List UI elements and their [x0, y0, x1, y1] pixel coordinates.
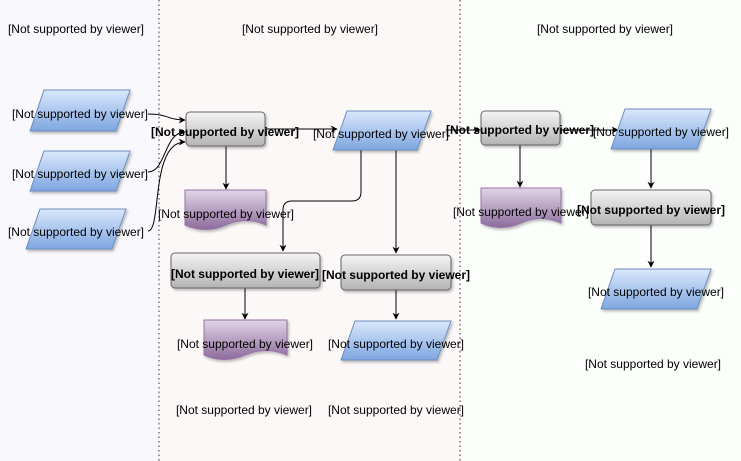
input-node-1[interactable]: [Not supported by viewer] [12, 89, 148, 132]
document-node-3[interactable]: [Not supported by viewer] [453, 187, 589, 228]
process-shape [340, 254, 452, 291]
caption-2: [Not supported by viewer] [328, 403, 464, 417]
process-shape [590, 189, 712, 226]
lane-2-title: [Not supported by viewer] [242, 22, 378, 36]
parallelogram-shape [600, 268, 712, 310]
document-shape [480, 187, 562, 228]
document-node-2-label: [Not supported by viewer] [177, 337, 313, 351]
data-node-4-label: [Not supported by viewer] [588, 285, 724, 299]
document-shape [184, 189, 267, 230]
document-node-1[interactable]: [Not supported by viewer] [158, 189, 294, 230]
process-shape [185, 111, 266, 147]
parallelogram-shape [610, 108, 712, 150]
data-node-1[interactable]: [Not supported by viewer] [313, 110, 449, 151]
edge-in3-p1 [147, 138, 186, 232]
process-node-2-label: [Not supported by viewer] [171, 267, 319, 281]
data-node-1-label: [Not supported by viewer] [313, 127, 449, 141]
process-node-4[interactable]: [Not supported by viewer] [446, 110, 594, 146]
lane-1-title: [Not supported by viewer] [8, 22, 144, 36]
data-node-4[interactable]: [Not supported by viewer] [588, 268, 724, 310]
caption-1: [Not supported by viewer] [176, 403, 312, 417]
document-shape [203, 319, 288, 360]
input-node-1-label: [Not supported by viewer] [12, 107, 148, 121]
input-node-2-label: [Not supported by viewer] [12, 167, 148, 181]
process-node-5-label: [Not supported by viewer] [577, 203, 725, 217]
process-node-2[interactable]: [Not supported by viewer] [170, 252, 321, 289]
parallelogram-shape [25, 208, 127, 250]
process-node-3[interactable]: [Not supported by viewer] [322, 254, 470, 291]
input-node-2[interactable]: [Not supported by viewer] [12, 150, 148, 192]
process-node-1-label: [Not supported by viewer] [151, 125, 299, 139]
parallelogram-shape [332, 110, 432, 151]
process-node-1[interactable]: [Not supported by viewer] [151, 111, 299, 147]
data-node-3[interactable]: [Not supported by viewer] [593, 108, 729, 150]
process-node-5[interactable]: [Not supported by viewer] [577, 189, 725, 226]
edge-d1-p2 [279, 150, 362, 252]
document-node-1-label: [Not supported by viewer] [158, 207, 294, 221]
parallelogram-shape [29, 89, 131, 132]
data-node-3-label: [Not supported by viewer] [593, 125, 729, 139]
process-shape [170, 252, 321, 289]
input-node-3[interactable]: [Not supported by viewer] [8, 208, 144, 250]
document-node-3-label: [Not supported by viewer] [453, 205, 589, 219]
input-node-3-label: [Not supported by viewer] [8, 225, 144, 239]
process-shape [480, 110, 561, 146]
parallelogram-shape [29, 150, 131, 192]
document-node-2[interactable]: [Not supported by viewer] [177, 319, 313, 360]
lane-3-title: [Not supported by viewer] [537, 22, 673, 36]
caption-3: [Not supported by viewer] [585, 357, 721, 371]
edges [147, 113, 655, 320]
edge-in2-p1 [147, 128, 186, 173]
process-node-4-label: [Not supported by viewer] [446, 123, 594, 137]
edge-in1-p1 [147, 113, 186, 124]
data-node-2[interactable]: [Not supported by viewer] [328, 320, 464, 361]
lane-3 [460, 0, 741, 461]
data-node-2-label: [Not supported by viewer] [328, 337, 464, 351]
lane-2 [159, 0, 460, 461]
process-node-3-label: [Not supported by viewer] [322, 268, 470, 282]
parallelogram-shape [340, 320, 452, 361]
